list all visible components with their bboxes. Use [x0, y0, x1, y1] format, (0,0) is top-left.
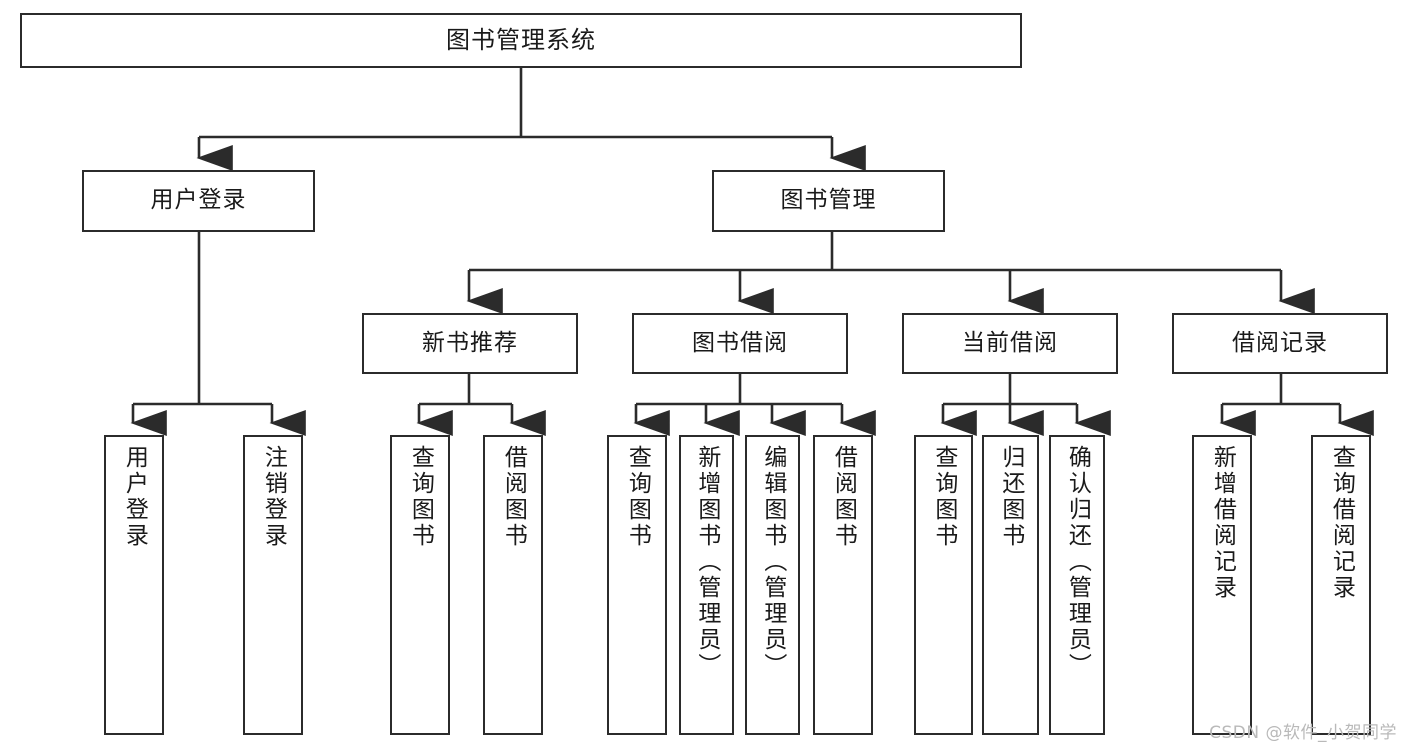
leaf-user-login-label: 用户登录 — [121, 445, 148, 549]
leaf-borrow-book-recommend[interactable]: 借阅图书 — [483, 435, 543, 735]
node-book-management-label: 图书管理 — [780, 187, 877, 214]
node-root-label: 图书管理系统 — [446, 26, 596, 55]
leaf-confirm-return-admin[interactable]: 确认归还（管理员） — [1049, 435, 1105, 735]
leaf-query-book-borrow[interactable]: 查询图书 — [607, 435, 667, 735]
leaf-add-book-admin[interactable]: 新增图书（管理员） — [679, 435, 734, 735]
leaf-borrow-book-label: 借阅图书 — [830, 445, 857, 549]
leaf-user-login[interactable]: 用户登录 — [104, 435, 164, 735]
node-book-borrow-label: 图书借阅 — [692, 329, 788, 356]
leaf-edit-book-admin-label: 编辑图书（管理员） — [759, 445, 786, 679]
leaf-return-book-label: 归还图书 — [997, 445, 1024, 549]
node-current-borrow-label: 当前借阅 — [962, 329, 1058, 356]
leaf-add-borrow-record-label: 新增借阅记录 — [1209, 445, 1236, 601]
node-user-login[interactable]: 用户登录 — [82, 170, 315, 232]
node-root[interactable]: 图书管理系统 — [20, 13, 1022, 68]
leaf-query-book-current-label: 查询图书 — [930, 445, 957, 549]
leaf-query-borrow-record-label: 查询借阅记录 — [1328, 445, 1355, 601]
node-borrow-record[interactable]: 借阅记录 — [1172, 313, 1388, 374]
node-borrow-record-label: 借阅记录 — [1232, 329, 1328, 356]
leaf-query-book-current[interactable]: 查询图书 — [914, 435, 973, 735]
leaf-query-book-borrow-label: 查询图书 — [624, 445, 651, 549]
leaf-logout-label: 注销登录 — [260, 445, 287, 549]
leaf-add-borrow-record[interactable]: 新增借阅记录 — [1192, 435, 1252, 735]
node-user-login-label: 用户登录 — [150, 187, 247, 214]
leaf-confirm-return-admin-label: 确认归还（管理员） — [1064, 445, 1091, 679]
node-new-book-recommend[interactable]: 新书推荐 — [362, 313, 578, 374]
node-current-borrow[interactable]: 当前借阅 — [902, 313, 1118, 374]
leaf-borrow-book-recommend-label: 借阅图书 — [500, 445, 527, 549]
leaf-query-borrow-record[interactable]: 查询借阅记录 — [1311, 435, 1371, 735]
node-book-management[interactable]: 图书管理 — [712, 170, 945, 232]
node-book-borrow[interactable]: 图书借阅 — [632, 313, 848, 374]
leaf-query-book-recommend[interactable]: 查询图书 — [390, 435, 450, 735]
leaf-return-book[interactable]: 归还图书 — [982, 435, 1039, 735]
node-new-book-recommend-label: 新书推荐 — [422, 329, 518, 356]
watermark: CSDN @软件_小贺同学 — [1209, 723, 1397, 743]
leaf-query-book-recommend-label: 查询图书 — [407, 445, 434, 549]
leaf-add-book-admin-label: 新增图书（管理员） — [693, 445, 720, 679]
leaf-borrow-book[interactable]: 借阅图书 — [813, 435, 873, 735]
leaf-logout[interactable]: 注销登录 — [243, 435, 303, 735]
leaf-edit-book-admin[interactable]: 编辑图书（管理员） — [745, 435, 800, 735]
